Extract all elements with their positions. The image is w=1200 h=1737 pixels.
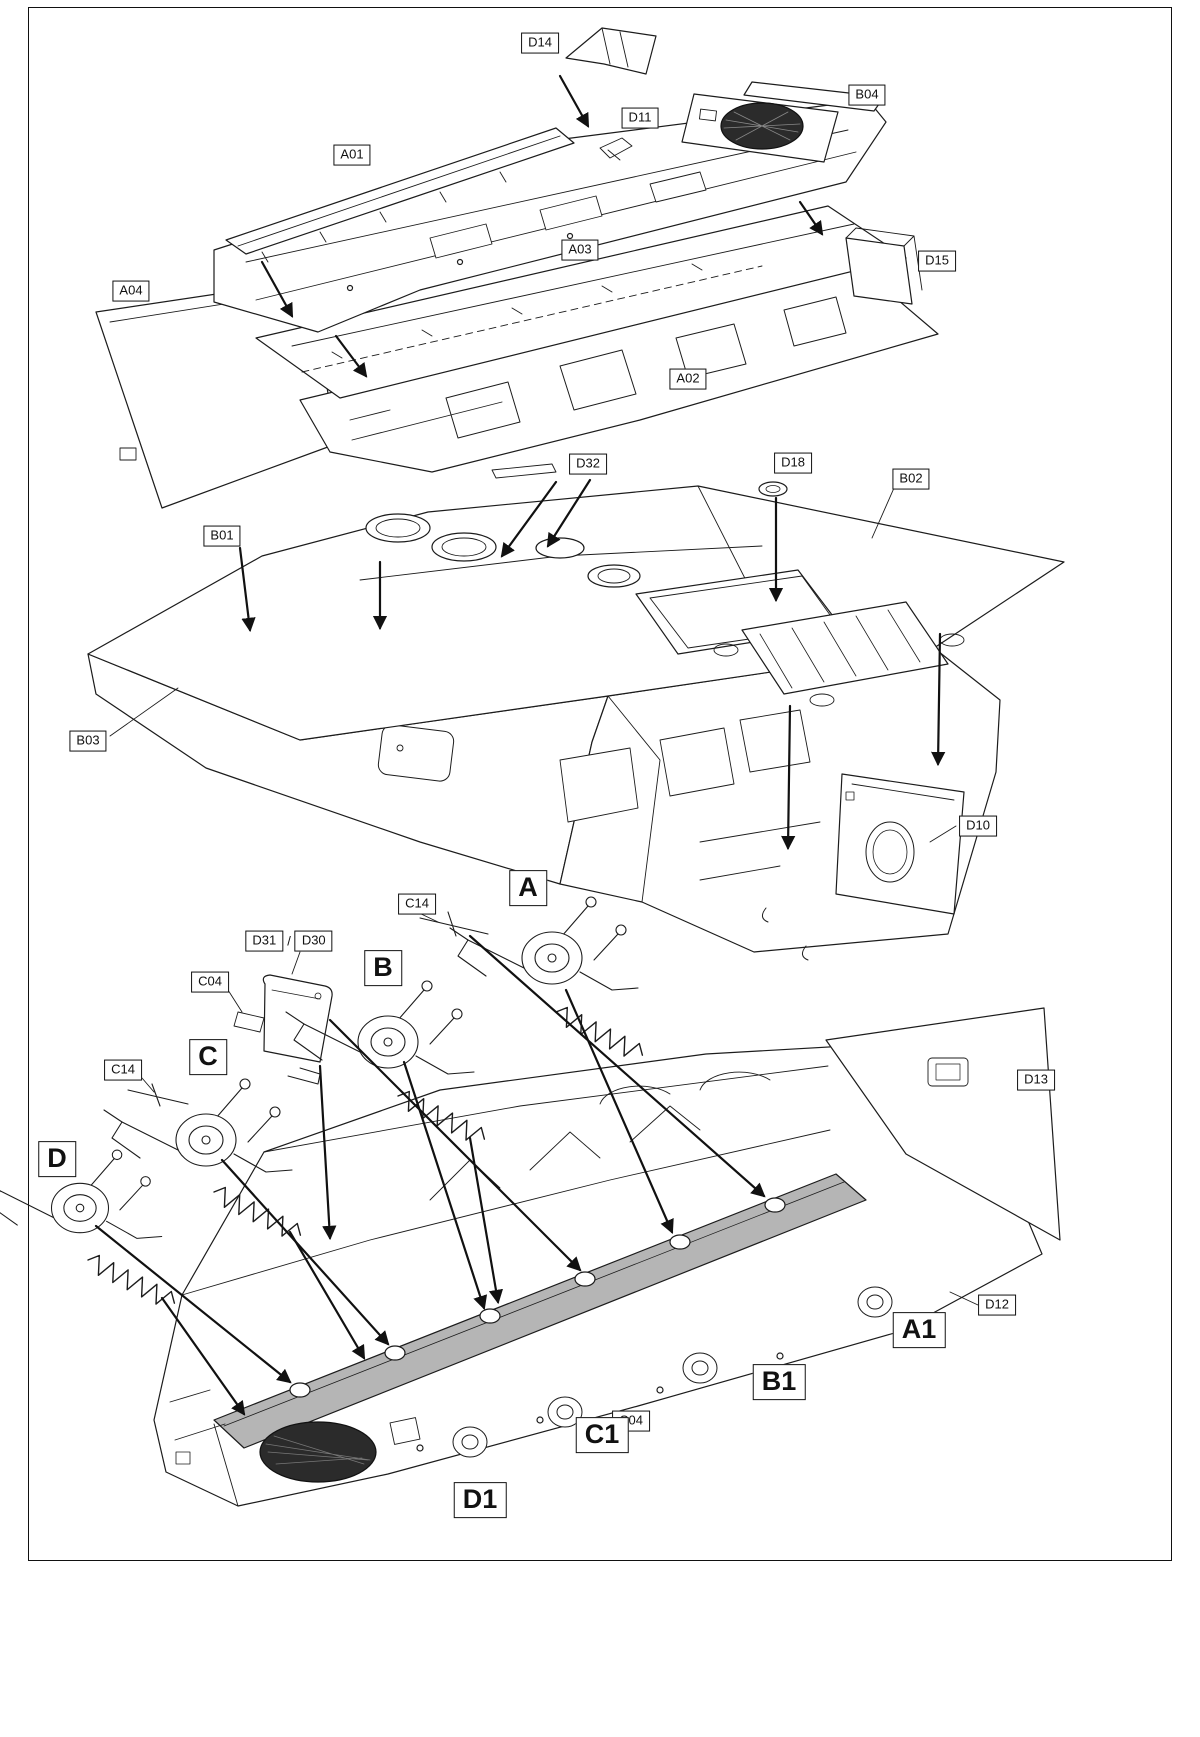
part-label-c14-upper: C14 bbox=[398, 893, 436, 915]
part-label-d10: D10 bbox=[959, 815, 997, 837]
part-label-b02: B02 bbox=[892, 468, 930, 490]
part-label-b01: B01 bbox=[203, 525, 241, 547]
step-label-d: D bbox=[38, 1141, 76, 1177]
part-label-a04: A04 bbox=[112, 280, 150, 302]
part-label-c04-upper: C04 bbox=[191, 971, 229, 993]
part-label-d14: D14 bbox=[521, 32, 559, 54]
d31-d30-separator: / bbox=[287, 933, 291, 949]
step-label-b1: B1 bbox=[752, 1364, 806, 1400]
part-label-d31: D31 bbox=[245, 930, 284, 952]
step-label-c: C bbox=[189, 1039, 227, 1075]
step-label-a1: A1 bbox=[892, 1312, 946, 1348]
part-label-d30: D30 bbox=[294, 930, 333, 952]
part-label-d18: D18 bbox=[774, 452, 812, 474]
part-label-a02: A02 bbox=[669, 368, 707, 390]
part-label-d31-d30: D31 / D30 bbox=[245, 930, 333, 952]
leader-lines-section2 bbox=[109, 487, 957, 843]
page-border bbox=[28, 7, 1172, 1561]
hull-roof-assembly-group bbox=[87, 463, 1065, 961]
step-label-a: A bbox=[509, 870, 547, 906]
part-label-d12: D12 bbox=[978, 1294, 1016, 1316]
lower-hull-suspension-group bbox=[0, 896, 1061, 1507]
part-label-d13: D13 bbox=[1017, 1069, 1055, 1091]
step-label-c1: C1 bbox=[575, 1417, 629, 1453]
part-label-d32: D32 bbox=[569, 453, 607, 475]
part-label-d11: D11 bbox=[621, 107, 659, 129]
coil-springs bbox=[87, 1006, 644, 1305]
part-label-a03: A03 bbox=[561, 239, 599, 261]
upper-deck-exploded-group bbox=[95, 27, 939, 509]
assembly-arrows-section1 bbox=[260, 74, 824, 378]
assembly-arrows-section2 bbox=[238, 478, 946, 851]
part-label-d15: D15 bbox=[918, 250, 956, 272]
step-label-b: B bbox=[364, 950, 402, 986]
step-label-d1: D1 bbox=[453, 1482, 507, 1518]
part-label-b03: B03 bbox=[69, 730, 107, 752]
hull-fan-grille-icon bbox=[259, 1421, 377, 1483]
part-label-c14-lower: C14 bbox=[104, 1059, 142, 1081]
part-label-b04: B04 bbox=[848, 84, 886, 106]
part-label-a01: A01 bbox=[333, 144, 371, 166]
assembly-arrows-section3 bbox=[94, 934, 766, 1416]
engine-fan-grille-icon bbox=[720, 102, 804, 150]
